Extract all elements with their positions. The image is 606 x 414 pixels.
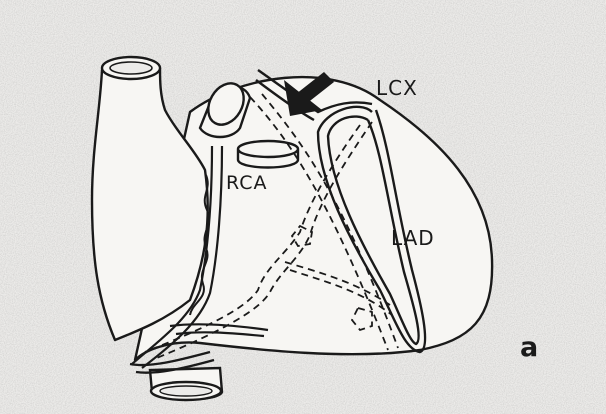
lad-label: LAD — [391, 228, 435, 248]
aorta-lumen — [110, 62, 152, 74]
rca-label: RCA — [226, 174, 268, 193]
lcx-label: LCX — [376, 78, 418, 98]
rca-ostium-top — [238, 141, 298, 157]
panel-label: a — [520, 334, 538, 361]
ivc-lumen — [160, 386, 212, 396]
